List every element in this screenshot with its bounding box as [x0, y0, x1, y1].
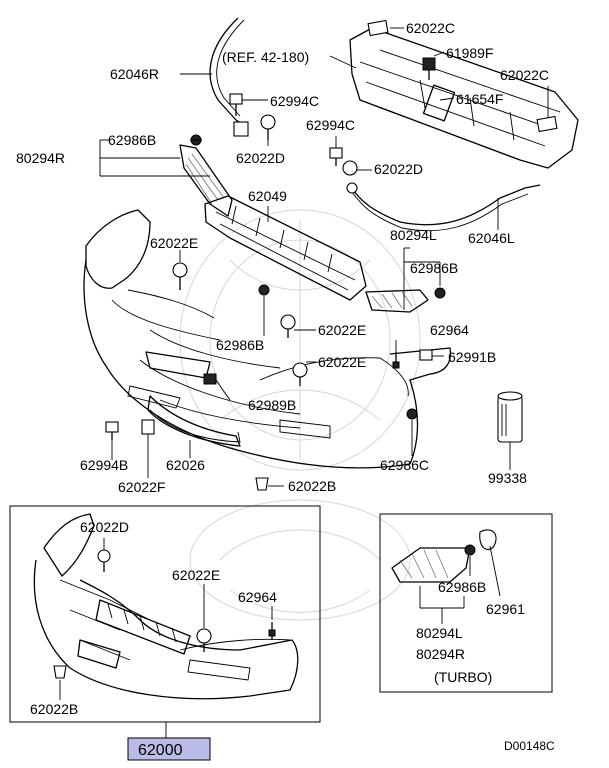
- label-62994b: 62994B: [80, 457, 128, 473]
- label-99338: 99338: [488, 470, 527, 486]
- assembly-inset-frame: [9, 505, 321, 723]
- label-inset-62022d: 62022D: [80, 519, 129, 535]
- label-62046l: 62046L: [468, 230, 515, 246]
- assembly-highlight-box[interactable]: [127, 737, 211, 761]
- screw-62994c-right: [329, 147, 343, 166]
- bumper-reinforcement: [349, 27, 579, 169]
- clip-62022f: [141, 419, 155, 435]
- label-62964-upper: 62964: [430, 322, 469, 338]
- retainer-62046l: [349, 184, 541, 226]
- retainer-bracket: [233, 121, 249, 137]
- label-62022e-mid: 62022E: [318, 322, 366, 338]
- label-62022d-right: 62022D: [374, 161, 423, 177]
- label-62049: 62049: [248, 188, 287, 204]
- screw-62994c-left: [229, 93, 243, 116]
- grille-80294r: [179, 144, 233, 217]
- label-turbo-80294r: 80294R: [416, 646, 465, 662]
- screw-62986b-right: [434, 287, 446, 299]
- label-61654f: 61654F: [456, 91, 503, 107]
- screw-62986c: [406, 408, 418, 420]
- label-80294r: 80294R: [16, 150, 65, 166]
- spoiler-62026: [147, 395, 241, 447]
- label-inset-62022b: 62022B: [30, 701, 78, 717]
- turbo-inset-frame: [379, 513, 553, 693]
- label-62022f: 62022F: [118, 479, 165, 495]
- label-62022d-upper: 62022D: [236, 150, 285, 166]
- clip-62022c-top: [367, 19, 389, 37]
- label-62000[interactable]: 62000: [138, 742, 183, 759]
- turbo-inset: 62986B 62961 80294L 80294R (TURBO): [379, 513, 553, 693]
- label-62994c-right: 62994C: [306, 117, 355, 133]
- grille-62049: [204, 195, 367, 301]
- watermark-emblem: [179, 209, 421, 621]
- clip-62022e-mid: [280, 314, 296, 338]
- clip-62022b-mid: [255, 477, 269, 491]
- leader-lines: [99, 27, 549, 487]
- screw-62986b-mid: [258, 284, 270, 296]
- label-inset-62022e: 62022E: [172, 567, 220, 583]
- label-62026: 62026: [166, 457, 205, 473]
- retainer-62046r: [209, 17, 247, 127]
- assembly-part-number[interactable]: 62000: [127, 737, 211, 761]
- label-62022e-left: 62022E: [150, 235, 198, 251]
- assembly-inset: 62022D 62022E 62964 62022B: [9, 505, 321, 738]
- label-61989f: 61989F: [446, 45, 493, 61]
- clip-62022e-left: [172, 262, 188, 290]
- part-labels: 62022C 61989F 62022C 61654F (REF. 42-180…: [16, 20, 549, 495]
- label-62986b-right: 62986B: [410, 260, 458, 276]
- label-62046r: 62046R: [110, 66, 159, 82]
- label-62994c-left: 62994C: [270, 93, 319, 109]
- label-turbo-80294l: 80294L: [416, 625, 463, 641]
- label-turbo-62961: 62961: [486, 601, 525, 617]
- nut-62991b: [419, 349, 433, 361]
- label-ref-note: (REF. 42-180): [222, 49, 309, 65]
- grille-80294l: [365, 289, 429, 313]
- clip-62022e-lower: [292, 362, 308, 386]
- label-62991b: 62991B: [448, 349, 496, 365]
- label-62022b-mid: 62022B: [288, 478, 336, 494]
- label-inset-62964: 62964: [238, 589, 277, 605]
- label-62022c-right: 62022C: [500, 67, 549, 83]
- label-62989b: 62989B: [248, 397, 296, 413]
- label-turbo-62986b: 62986B: [438, 579, 486, 595]
- label-80294l: 80294L: [390, 227, 437, 243]
- bumper-cover: [83, 209, 452, 469]
- drawing-code: D00148C: [504, 739, 555, 753]
- clip-62022c-right: [536, 115, 558, 133]
- clip-62022d-right: [342, 160, 358, 176]
- clip-62989b: [203, 373, 217, 385]
- pin-62964-upper: [392, 352, 400, 369]
- label-62986b-mid: 62986B: [216, 337, 264, 353]
- label-62022e-lower: 62022E: [318, 354, 366, 370]
- bolt-61989f: [422, 57, 436, 80]
- screw-62994b: [105, 421, 119, 440]
- touch-up-paint-99338: [497, 391, 523, 443]
- label-turbo-note: (TURBO): [434, 669, 492, 685]
- label-62022c-top: 62022C: [406, 20, 455, 36]
- label-62986c: 62986C: [380, 457, 429, 473]
- label-62986b-upper: 62986B: [108, 132, 156, 148]
